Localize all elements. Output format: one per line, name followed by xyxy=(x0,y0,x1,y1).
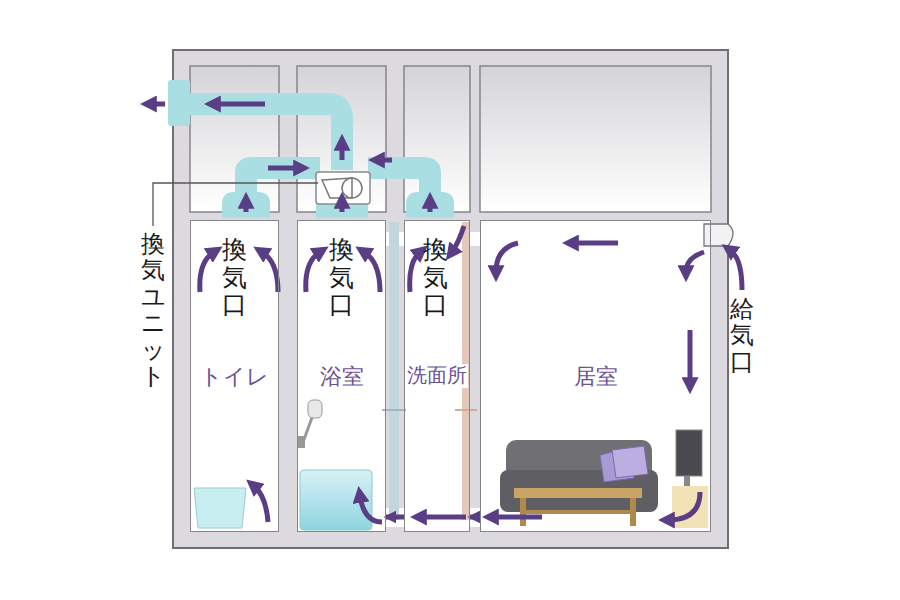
vent-label: 換気口 xyxy=(222,236,247,319)
airflow-connector xyxy=(386,515,404,520)
room-floor xyxy=(190,220,711,532)
vent-label: 換気口 xyxy=(423,236,448,319)
vent-cap xyxy=(168,80,454,218)
unit-label: 換気ユニット xyxy=(141,231,165,389)
building-frame xyxy=(173,50,728,548)
room-name: 居室 xyxy=(573,364,619,390)
vent-label: 換気口 xyxy=(329,236,354,319)
room-name: トイレ xyxy=(199,364,270,390)
ventilation-unit xyxy=(316,172,370,204)
room-box: 居室 xyxy=(480,220,711,532)
room-name: 洗面所 xyxy=(406,364,468,388)
supply-vent xyxy=(704,224,733,246)
pipe-shaft xyxy=(389,222,399,520)
supply-label: 給気口 xyxy=(730,296,754,375)
airflow-arrow xyxy=(150,104,742,522)
shower xyxy=(297,400,322,448)
duct xyxy=(188,104,430,196)
room-name: 浴室 xyxy=(319,364,365,390)
toilet xyxy=(194,488,246,528)
table xyxy=(514,488,642,526)
pipe-bracket xyxy=(382,409,477,411)
ceiling-space xyxy=(190,66,711,212)
airflow-connector xyxy=(470,515,480,520)
